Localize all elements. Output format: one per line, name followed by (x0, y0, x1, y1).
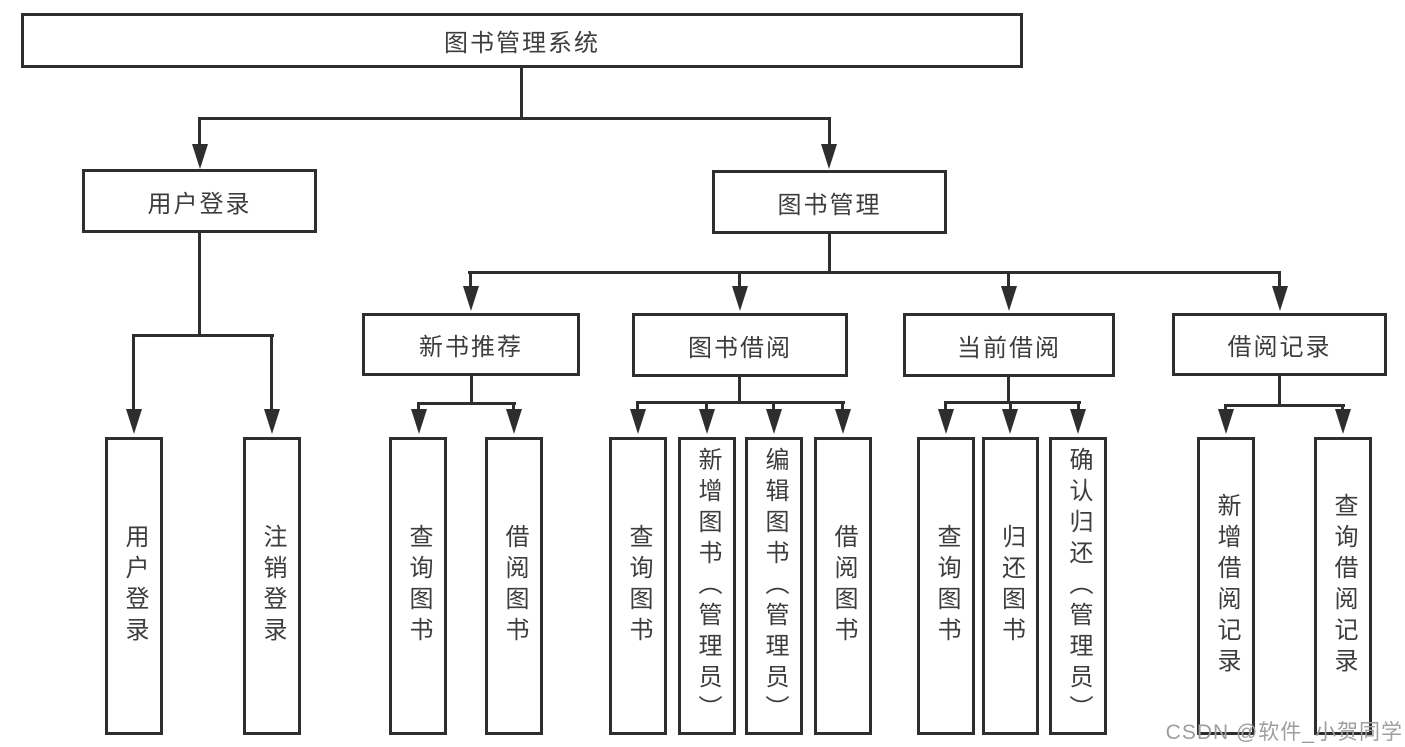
connector-borrow-records-hbar (1224, 404, 1345, 407)
arrow-down-icon (699, 409, 715, 434)
node-borrow-records: 借阅记录 (1172, 313, 1387, 376)
connector-current-borrow-trunk (1007, 377, 1010, 404)
node-borrow-records-label: 借阅记录 (1227, 334, 1332, 361)
arrow-down-icon (264, 409, 280, 434)
arrow-down-icon (821, 144, 837, 169)
leaf-query-books-recommend: 查询图书 (389, 437, 447, 735)
leaf-query-books-current: 查询图书 (917, 437, 975, 735)
arrow-down-icon (835, 409, 851, 434)
node-root: 图书管理系统 (21, 13, 1023, 68)
node-book-borrow-label: 图书借阅 (688, 334, 792, 362)
node-book-management: 图书管理 (712, 170, 947, 234)
leaf-query-borrow-record-label: 查询借阅记录 (1330, 493, 1357, 679)
connector-drop (772, 401, 775, 412)
arrow-down-icon (1002, 409, 1018, 434)
connector-drop (417, 402, 420, 412)
arrow-down-icon (411, 409, 427, 434)
arrow-down-icon (463, 286, 479, 311)
node-root-label: 图书管理系统 (444, 30, 600, 57)
connector-book-borrow-trunk (738, 377, 741, 404)
leaf-query-borrow-record: 查询借阅记录 (1314, 437, 1372, 735)
connector-drop (1077, 401, 1080, 412)
leaf-query-books-borrow: 查询图书 (609, 437, 667, 735)
leaf-query-books-current-label: 查询图书 (933, 524, 960, 648)
node-current-borrow-label: 当前借阅 (957, 334, 1061, 362)
arrow-down-icon (1272, 286, 1288, 311)
connector-drop-new-book (469, 271, 472, 288)
connector-book-mgmt-trunk (828, 234, 831, 274)
connector-drop-book-borrow (738, 271, 741, 288)
leaf-add-borrow-record-label: 新增借阅记录 (1213, 493, 1240, 679)
connector-new-book-hbar (417, 402, 516, 405)
connector-drop-user-login (198, 117, 201, 147)
connector-drop-current-borrow (1007, 271, 1010, 288)
connector-new-book-trunk (470, 376, 473, 405)
connector-borrow-records-trunk (1278, 376, 1281, 407)
arrow-down-icon (192, 144, 208, 169)
node-book-borrow: 图书借阅 (632, 313, 848, 377)
connector-drop-borrow-record (1278, 271, 1281, 288)
connector-root-hbar (198, 117, 831, 120)
node-new-book-recommend-label: 新书推荐 (419, 334, 523, 361)
arrow-down-icon (766, 409, 782, 434)
leaf-borrow-books-recommend: 借阅图书 (485, 437, 543, 735)
arrow-down-icon (630, 409, 646, 434)
leaf-edit-books-admin-label: 编辑图书（管理员） (761, 446, 788, 726)
leaf-confirm-return-admin: 确认归还（管理员） (1049, 437, 1107, 735)
leaf-user-login-label: 用户登录 (121, 524, 148, 648)
leaf-user-login: 用户登录 (105, 437, 163, 735)
connector-drop (512, 402, 515, 412)
connector-drop (636, 401, 639, 412)
arrow-down-icon (506, 409, 522, 434)
arrow-down-icon (938, 409, 954, 434)
arrow-down-icon (1335, 409, 1351, 434)
node-user-login: 用户登录 (82, 169, 317, 233)
leaf-add-borrow-record: 新增借阅记录 (1197, 437, 1255, 735)
leaf-return-books-label: 归还图书 (997, 524, 1025, 648)
connector-drop (705, 401, 708, 412)
leaf-borrow-books: 借阅图书 (814, 437, 872, 735)
node-user-login-label: 用户登录 (147, 190, 252, 218)
arrow-down-icon (1070, 409, 1086, 434)
arrow-down-icon (126, 409, 142, 434)
leaf-query-books-borrow-label: 查询图书 (625, 524, 652, 648)
leaf-return-books: 归还图书 (982, 437, 1039, 735)
connector-user-login-hbar (132, 334, 274, 337)
arrow-down-icon (732, 286, 748, 311)
node-book-management-label: 图书管理 (777, 191, 882, 219)
connector-drop (944, 401, 947, 412)
connector-book-mgmt-hbar (468, 271, 1281, 274)
connector-drop (1009, 401, 1012, 412)
connector-book-borrow-hbar (636, 401, 845, 404)
connector-root-trunk (520, 68, 523, 120)
node-new-book-recommend: 新书推荐 (362, 313, 580, 376)
node-current-borrow: 当前借阅 (903, 313, 1115, 377)
arrow-down-icon (1218, 409, 1234, 434)
connector-drop (841, 401, 844, 412)
connector-drop (1224, 404, 1227, 412)
csdn-watermark: CSDN @软件_小贺同学 (1165, 721, 1403, 744)
connector-current-borrow-hbar (944, 401, 1081, 404)
connector-drop-leaf-login (132, 334, 135, 412)
leaf-query-books-recommend-label: 查询图书 (405, 524, 432, 648)
leaf-confirm-return-admin-label: 确认归还（管理员） (1065, 446, 1092, 726)
arrow-down-icon (1001, 286, 1017, 311)
leaf-borrow-books-label: 借阅图书 (830, 524, 857, 648)
connector-drop-book-mgmt (828, 117, 831, 147)
leaf-edit-books-admin: 编辑图书（管理员） (745, 437, 803, 735)
connector-user-login-trunk (198, 233, 201, 337)
leaf-add-books-admin: 新增图书（管理员） (678, 437, 736, 735)
leaf-add-books-admin-label: 新增图书（管理员） (694, 446, 721, 726)
leaf-logout: 注销登录 (243, 437, 301, 735)
leaf-borrow-books-recommend-label: 借阅图书 (501, 524, 528, 648)
connector-drop-leaf-logout (270, 334, 273, 412)
connector-drop (1341, 404, 1344, 412)
leaf-logout-label: 注销登录 (259, 524, 286, 648)
